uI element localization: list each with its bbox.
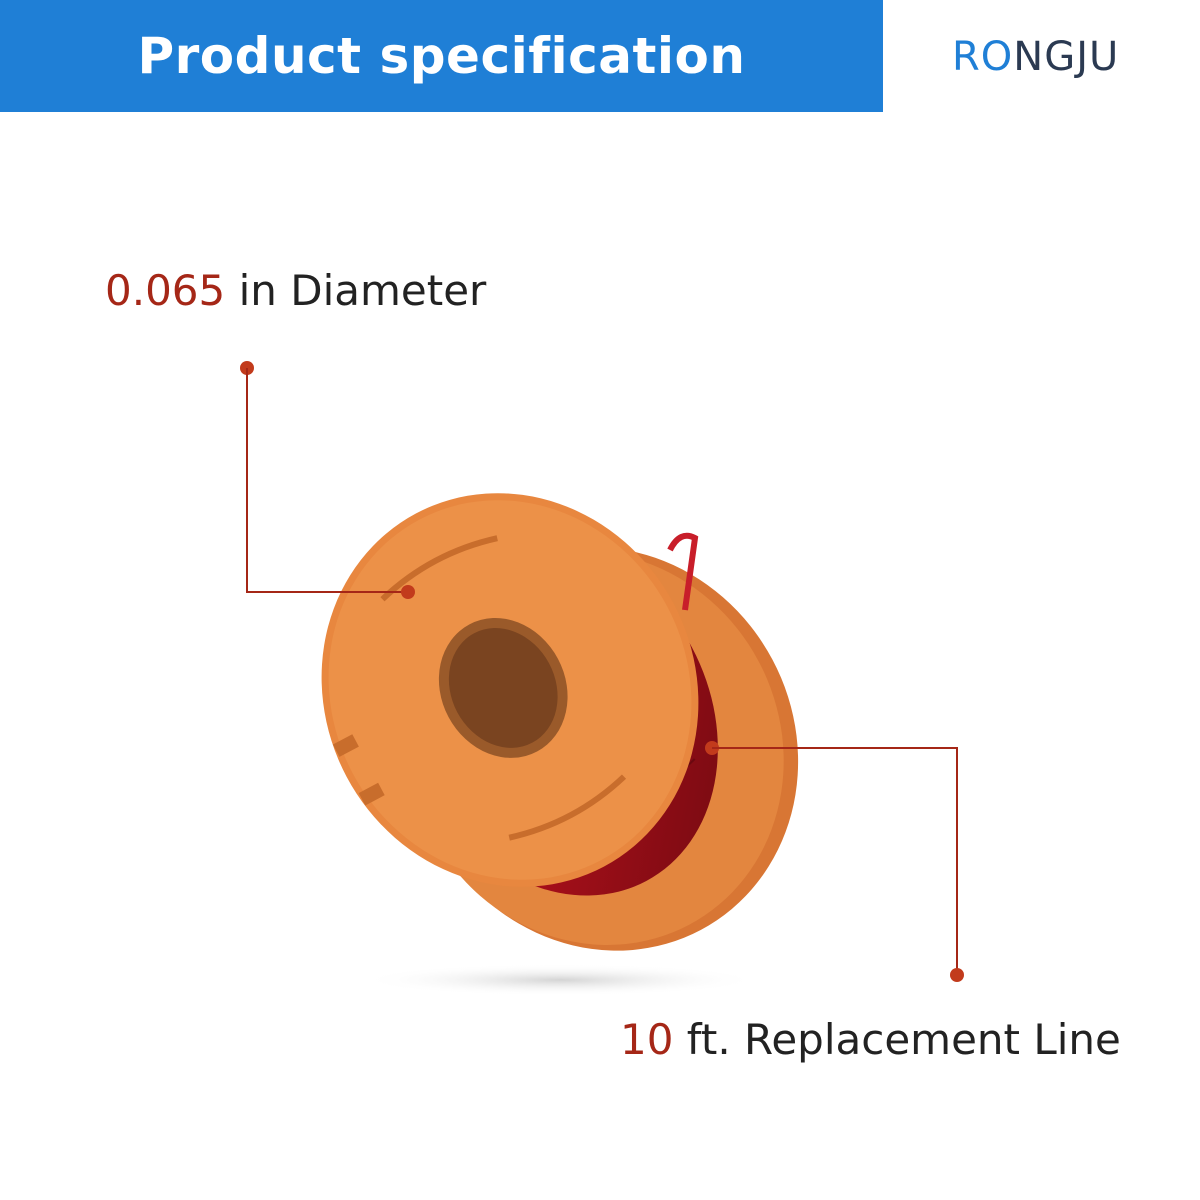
length-label: ft. Replacement Line bbox=[673, 1015, 1121, 1064]
trimmer-line-spool-icon bbox=[321, 493, 799, 996]
diameter-label: in Diameter bbox=[225, 266, 487, 315]
brand-logo-rest: NGJU bbox=[1013, 34, 1120, 80]
header-bar: Product specification bbox=[0, 0, 883, 112]
spool-front-flange bbox=[321, 493, 699, 887]
length-value: 10 bbox=[620, 1015, 674, 1064]
spool-line-tail bbox=[667, 532, 699, 611]
brand-logo-accent: RO bbox=[952, 34, 1014, 80]
brand-logo: RONGJU bbox=[952, 34, 1119, 84]
diameter-callout: 0.065 in Diameter bbox=[105, 266, 486, 315]
page-title: Product specification bbox=[137, 27, 746, 85]
spool-shadow bbox=[360, 964, 760, 996]
length-callout: 10 ft. Replacement Line bbox=[620, 1015, 1121, 1064]
diameter-value: 0.065 bbox=[105, 266, 226, 315]
